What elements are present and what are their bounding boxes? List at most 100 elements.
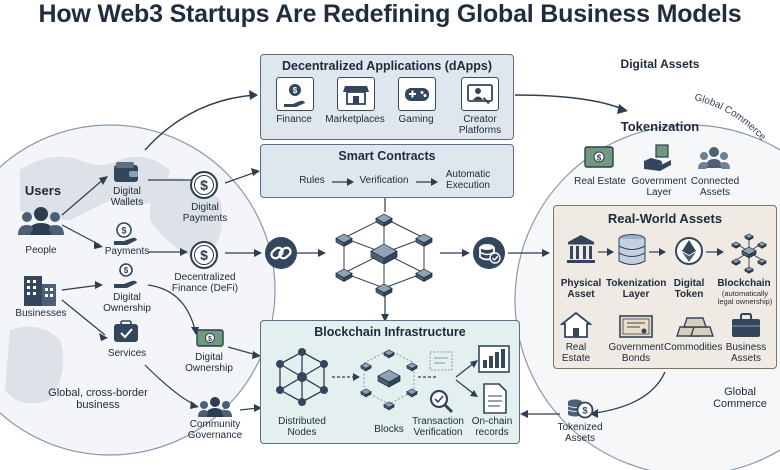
- network-cube-4: [415, 268, 433, 282]
- sc-rules: Rules: [299, 175, 325, 186]
- rwa-types-graphics: [559, 311, 760, 338]
- rwa-type-commodities: Commodities: [664, 342, 723, 353]
- global-cross-border-label: Global, cross-border business: [48, 387, 148, 412]
- infra-cube-4: [406, 388, 418, 398]
- blockchain-graphics: [276, 345, 510, 414]
- tokenized-assets-label: Tokenized Assets: [557, 422, 603, 445]
- ownership-icon: $: [114, 263, 137, 288]
- svg-text:$: $: [124, 266, 129, 275]
- flow-services: Services: [107, 348, 147, 359]
- connected-assets-icon: [698, 147, 730, 169]
- rwa-panel: Real-World Assets: [553, 205, 777, 369]
- token-government-layer: Government Layer: [631, 176, 687, 199]
- creator-tile[interactable]: [461, 77, 499, 111]
- infra-center-cube: [377, 369, 401, 388]
- finance-icon: $: [284, 84, 305, 107]
- rwa-blockchain: Blockchain: [717, 278, 771, 289]
- rwa-node-cube-0: [744, 233, 754, 241]
- dapps-title: Decentralized Applications (dApps): [282, 59, 492, 73]
- rwa-node-cube-1: [731, 241, 741, 249]
- rwa-center-cube: [741, 246, 757, 259]
- flow-payments: Payments: [104, 246, 150, 257]
- network-cube-3: [335, 268, 353, 282]
- community-icon: [198, 397, 232, 417]
- marketplaces-tile[interactable]: [337, 77, 375, 111]
- tokenization-title: Tokenization: [620, 119, 700, 134]
- dapp-finance: Finance: [276, 114, 312, 125]
- rwa-node-cube-3: [731, 258, 741, 266]
- block-network-graphic: [335, 213, 433, 297]
- rwa-physical-asset: Physical Asset: [560, 278, 602, 301]
- token-connected-assets: Connected Assets: [690, 176, 740, 199]
- global-commerce-label: Global Commerce: [713, 386, 767, 411]
- rwa-node-cube-5: [744, 266, 754, 274]
- sc-arrows: [332, 178, 438, 186]
- dapp-gaming: Gaming: [398, 114, 434, 125]
- rwa-tokenization-layer: Tokenization Layer: [606, 278, 667, 301]
- page-title: How Web3 Startups Are Redefining Global …: [38, 0, 742, 28]
- smart-contracts-title: Smart Contracts: [338, 149, 436, 163]
- rwa-node-cube-4: [757, 258, 767, 266]
- banknote-icon: $: [196, 329, 224, 347]
- svg-text:$: $: [293, 86, 298, 95]
- digital-assets-label: Digital Assets: [620, 57, 700, 71]
- network-cube-5: [375, 283, 393, 297]
- finance-tile[interactable]: $: [276, 77, 314, 111]
- infra-cube-1: [360, 362, 372, 372]
- network-cube-1: [335, 233, 353, 247]
- rwa-note: (automatically legal ownership): [717, 289, 773, 307]
- bc-blocks: Blocks: [374, 424, 404, 435]
- chain-link-icon: [265, 237, 297, 269]
- real-estate-banknote-icon: $: [584, 146, 614, 168]
- rwa-node-cube-2: [757, 241, 767, 249]
- dapp-marketplaces: Marketplaces: [325, 114, 385, 125]
- people-label: People: [25, 245, 57, 256]
- svg-text:Global Commerce: Global Commerce: [693, 92, 768, 143]
- infra-cube-0: [383, 349, 395, 359]
- businesses-label: Businesses: [15, 308, 67, 319]
- infra-cube-5: [383, 401, 395, 411]
- defi-coin-icon: $: [190, 241, 218, 269]
- bc-distributed-nodes: Distributed Nodes: [278, 416, 326, 439]
- government-layer-icon: [644, 144, 671, 171]
- sc-verification: Verification: [359, 175, 409, 186]
- rwa-type-government-bonds: Government Bonds: [608, 342, 664, 365]
- rwa-digital-token: Digital Token: [673, 278, 705, 301]
- svg-text:$: $: [582, 406, 587, 416]
- bc-on-chain-records: On-chain records: [471, 416, 513, 439]
- svg-text:$: $: [200, 247, 208, 263]
- infra-cube-3: [360, 388, 372, 398]
- gaming-tile[interactable]: [398, 77, 436, 111]
- token-real-estate: Real Estate: [574, 176, 626, 187]
- gamepad-icon: [405, 88, 429, 101]
- services-icon: [114, 320, 138, 342]
- rwa-title: Real-World Assets: [607, 211, 723, 226]
- flow-digital-ownership: Digital Ownership: [103, 292, 151, 315]
- network-cube-2: [415, 233, 433, 247]
- network-center-cube: [370, 243, 398, 265]
- storefront-icon: [343, 86, 369, 105]
- tokenized-assets-icon: $: [567, 399, 594, 419]
- wallet-icon: [114, 162, 138, 182]
- svg-text:$: $: [208, 336, 212, 343]
- blockchain-title: Blockchain Infrastructure: [314, 325, 466, 339]
- svg-text:$: $: [121, 226, 126, 236]
- people-icon: [18, 207, 64, 235]
- bc-transaction-verification: Transaction Verification: [412, 416, 464, 439]
- flow-digital-wallets: Digital Wallets: [110, 186, 144, 209]
- buildings-icon: [24, 276, 56, 306]
- infra-cube-2: [406, 362, 418, 372]
- svg-text:$: $: [200, 177, 208, 193]
- dollar-coin-icon: $: [190, 171, 218, 199]
- database-check-icon: [473, 237, 505, 269]
- network-cube-0: [375, 213, 393, 227]
- community-governance-label: Community Governance: [187, 419, 243, 442]
- sc-automatic-execution: Automatic Execution: [445, 169, 491, 192]
- digital-ownership-label-2: Digital Ownership: [185, 352, 233, 375]
- dapp-creator-platforms: Creator Platforms: [458, 114, 502, 137]
- defi-label: Decentralized Finance (DeFi): [171, 272, 239, 295]
- svg-text:$: $: [597, 154, 602, 163]
- rwa-type-business-assets: Business Assets: [725, 342, 767, 365]
- creator-icon: [467, 84, 493, 104]
